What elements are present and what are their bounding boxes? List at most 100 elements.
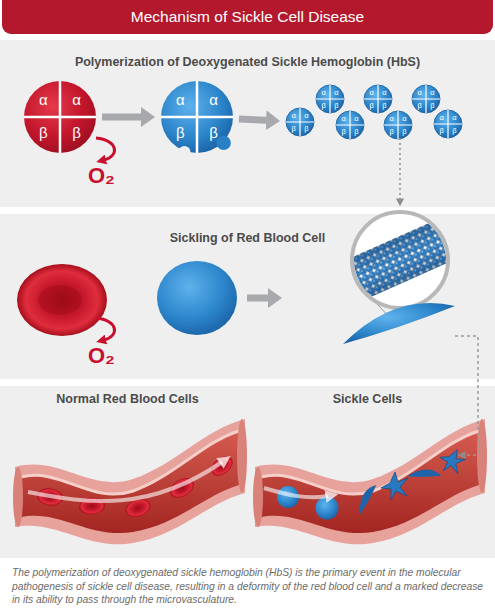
hbs-fiber — [327, 211, 473, 308]
tetramer-outline — [384, 111, 412, 139]
subunit-label: β — [430, 126, 454, 135]
figure-caption: The polymerization of deoxygenated sickl… — [12, 566, 484, 607]
red-blood-cell — [166, 474, 197, 502]
hemoglobin-tetramer: ααββ — [161, 81, 233, 153]
vessel-panel: Sickle Cells — [250, 388, 485, 553]
section-heading: Sickle Cells — [250, 391, 485, 407]
subunit-label: α — [408, 88, 432, 97]
subunit-disc — [336, 111, 364, 139]
subunit-disc — [412, 85, 440, 113]
subunit-label: β — [31, 124, 55, 142]
red-blood-cell — [78, 497, 105, 516]
subunit-divider — [286, 108, 314, 136]
subunit-label: α — [442, 113, 466, 122]
zoom-leader — [399, 138, 401, 200]
subunit-label: α — [380, 114, 404, 123]
subunit-label: β — [202, 124, 226, 142]
subunit-label: α — [282, 111, 306, 120]
sickled-cell — [343, 303, 455, 344]
subunit-label: β — [392, 127, 416, 136]
tetramer-outline — [412, 85, 440, 113]
tetramer-outline — [161, 81, 233, 153]
tetramer-outline — [364, 85, 392, 113]
subunit-label: β — [408, 101, 432, 110]
subunit-label: α — [420, 88, 444, 97]
section-band: ααββααββααββααββααββααββααββααββααββPoly… — [0, 40, 495, 207]
subunit-label: β — [420, 101, 444, 110]
tetramer-outline — [316, 85, 344, 113]
subunit-label: α — [360, 88, 384, 97]
section-band-background — [0, 386, 495, 558]
polymer-fiber — [327, 211, 473, 308]
subunit-disc — [384, 111, 412, 139]
red-blood-cell — [36, 487, 64, 507]
hemoglobin-tetramer: ααββ — [412, 85, 440, 113]
oxygen-release-arrow — [96, 138, 114, 160]
tetramer-outline — [286, 108, 314, 136]
subunit-divider — [434, 110, 462, 138]
subunit-label: α — [168, 91, 192, 109]
title-banner: Mechanism of Sickle Cell Disease — [2, 0, 493, 34]
subunit-divider — [336, 111, 364, 139]
cell-dimple — [38, 285, 82, 315]
section-heading: Polymerization of Deoxygenated Sickle He… — [0, 54, 495, 70]
subunit-disc — [286, 108, 314, 136]
subunit-label: α — [332, 114, 356, 123]
magnifier-lens — [352, 212, 448, 308]
section-band: Sickling of Red Blood Cell — [0, 214, 495, 379]
subunit-divider — [316, 85, 344, 113]
section-heading: Normal Red Blood Cells — [10, 391, 245, 407]
subunit-label: α — [312, 88, 336, 97]
subunit-label: β — [282, 124, 306, 133]
subunit-label: β — [344, 127, 368, 136]
subunit-label: α — [65, 91, 89, 109]
process-arrow — [102, 114, 141, 121]
subunit-label: β — [324, 101, 348, 110]
vessel-panel: Normal Red Blood Cells — [10, 388, 245, 553]
subunit-label: α — [202, 91, 226, 109]
hemoglobin-tetramer: ααββ — [434, 110, 462, 138]
oxygen-label: O₂ — [88, 344, 115, 368]
red-blood-cell — [208, 452, 237, 479]
blocked-flow-arrow — [264, 488, 328, 497]
subunit-label: α — [294, 111, 318, 120]
blue-cell — [277, 486, 299, 508]
binding-pocket — [178, 146, 190, 158]
subunit-label: β — [372, 101, 396, 110]
subunit-disc — [364, 85, 392, 113]
hemoglobin-tetramer: ααββ — [364, 85, 392, 113]
subunit-label: α — [324, 88, 348, 97]
subunit-disc — [24, 81, 96, 153]
subunit-divider — [161, 81, 233, 153]
blood-vessel — [13, 419, 247, 544]
hemoglobin-tetramer: ααββ — [24, 81, 96, 153]
subunit-label: α — [372, 88, 396, 97]
sickle-cell — [381, 472, 408, 500]
process-arrow — [239, 119, 266, 120]
tetramer-outline — [434, 110, 462, 138]
oxygen-label: O₂ — [88, 164, 115, 188]
flow-arrow — [28, 462, 222, 501]
subunit-label: α — [430, 113, 454, 122]
hemoglobin-tetramer: ααββ — [336, 111, 364, 139]
sickle-cell — [350, 483, 384, 515]
subunit-divider — [384, 111, 412, 139]
subunit-label: β — [360, 101, 384, 110]
subunit-label: β — [442, 126, 466, 135]
normal-red-cells — [28, 452, 236, 520]
section-heading: Sickling of Red Blood Cell — [0, 230, 495, 246]
blue-cell — [316, 497, 339, 520]
subunit-label: β — [380, 127, 404, 136]
magnifier-ring — [352, 212, 448, 308]
process-arrow — [247, 295, 268, 302]
subunit-label: α — [344, 114, 368, 123]
subunit-divider — [364, 85, 392, 113]
oxygen-release-arrow — [96, 318, 114, 340]
lens-cone — [360, 286, 440, 322]
tetramer-outline — [24, 81, 96, 153]
subunit-label: β — [332, 127, 356, 136]
